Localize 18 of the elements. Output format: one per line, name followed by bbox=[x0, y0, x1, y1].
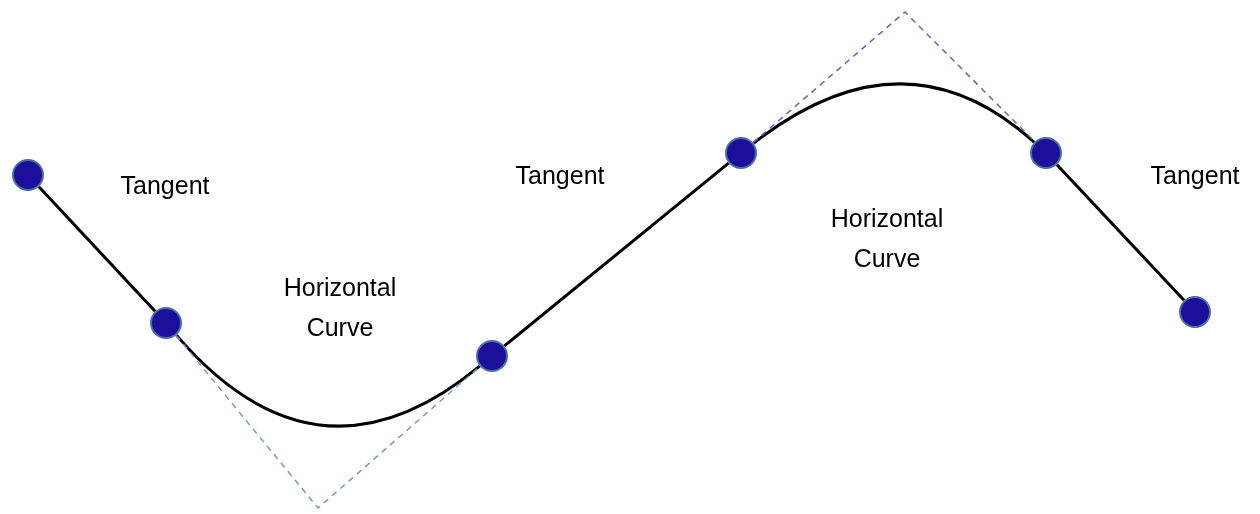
segment-label: Horizontal Curve bbox=[282, 272, 398, 343]
point-marker bbox=[476, 340, 508, 372]
segment-label: Horizontal Curve bbox=[829, 203, 945, 274]
point-marker bbox=[725, 137, 757, 169]
point-marker bbox=[150, 307, 182, 339]
point-marker bbox=[1179, 296, 1211, 328]
segment-label: Tangent bbox=[1149, 160, 1241, 191]
tangent-extension-line bbox=[752, 10, 1036, 144]
alignment-line bbox=[37, 185, 157, 313]
tangent-extension-line bbox=[175, 334, 481, 510]
alignment-line bbox=[175, 334, 481, 428]
point-marker bbox=[1030, 137, 1062, 169]
segment-label: Tangent bbox=[514, 160, 606, 191]
point-marker bbox=[12, 159, 44, 191]
alignment-line bbox=[752, 82, 1036, 145]
alignment-line bbox=[503, 161, 730, 348]
alignment-line bbox=[1055, 163, 1186, 302]
segment-label: Tangent bbox=[119, 170, 211, 201]
